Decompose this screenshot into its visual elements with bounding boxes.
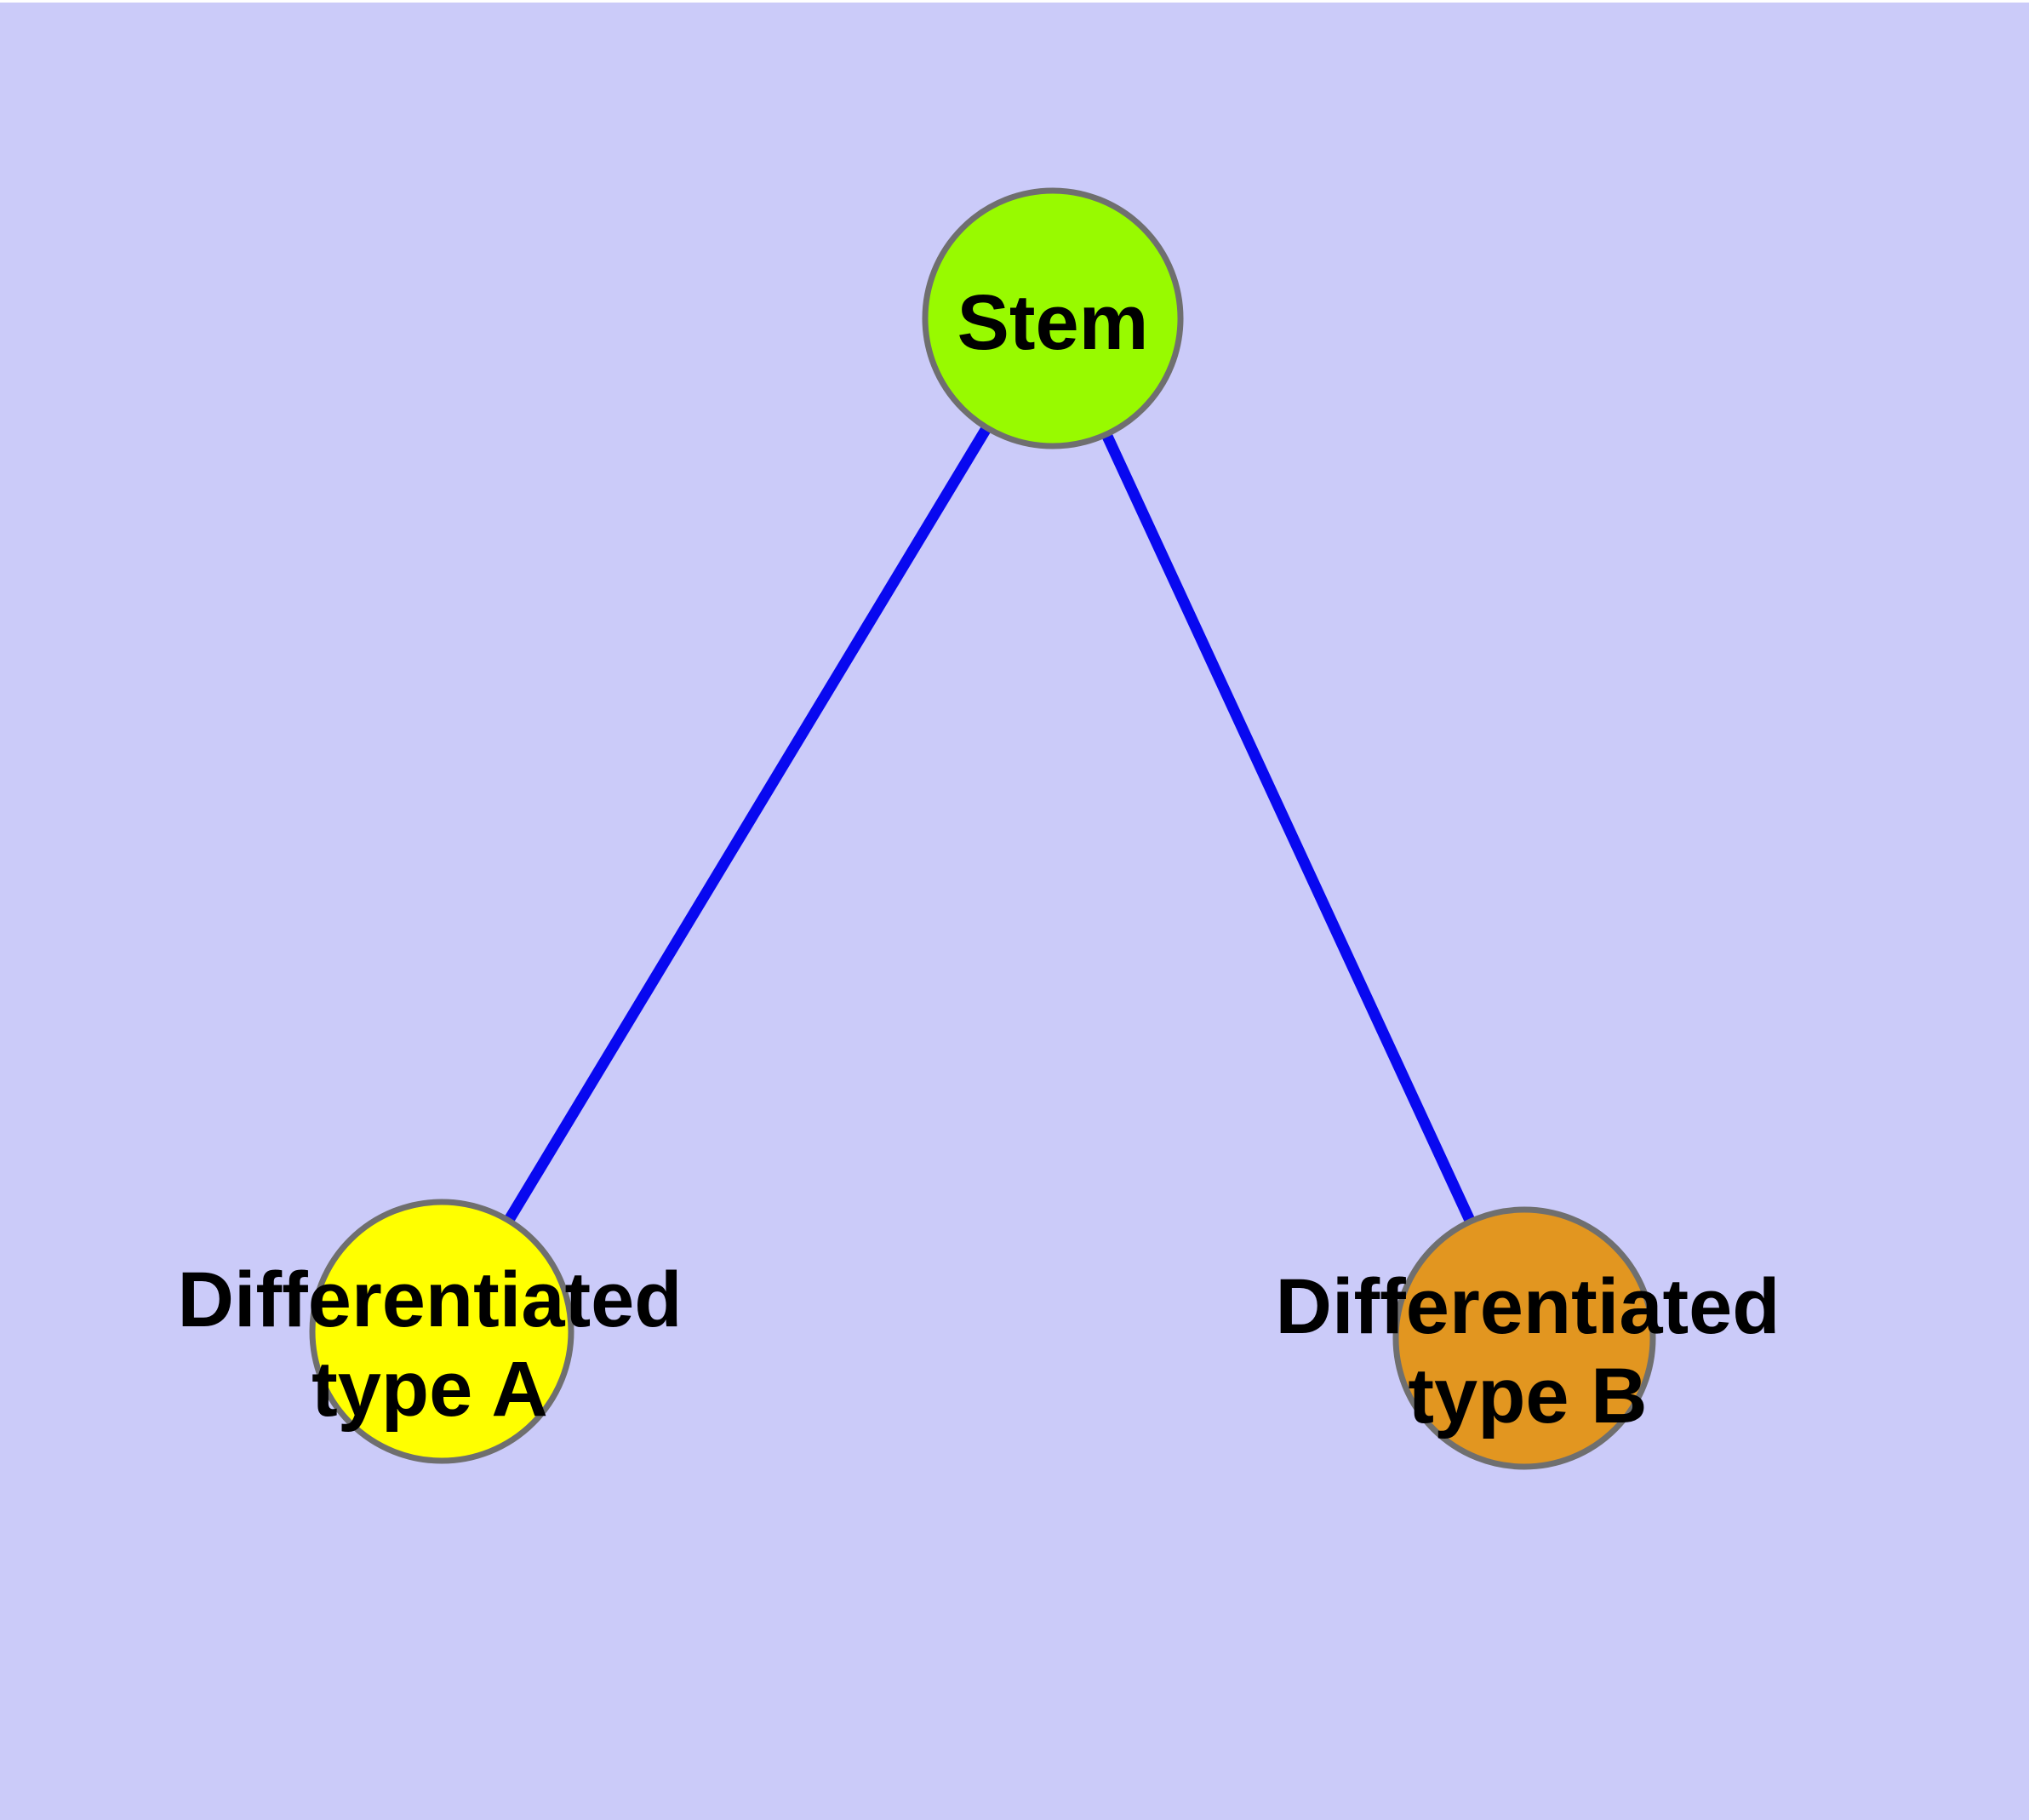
stem-node-label: Stem [957, 279, 1149, 366]
differentiated-type-a-label-line2: type A [311, 1346, 548, 1433]
stem-node-circle [922, 187, 1184, 449]
edge-stem-to-type-a [437, 315, 1058, 1335]
differentiated-type-a-node-circle [309, 1199, 574, 1464]
edge-stem-to-type-b [1048, 316, 1529, 1341]
differentiated-type-a-label-line1: Differentiated [178, 1256, 683, 1343]
differentiated-type-b-label-line2: type B [1408, 1353, 1647, 1439]
differentiated-type-b-label-line1: Differentiated [1276, 1263, 1780, 1350]
differentiated-type-b-node-circle [1392, 1206, 1656, 1470]
